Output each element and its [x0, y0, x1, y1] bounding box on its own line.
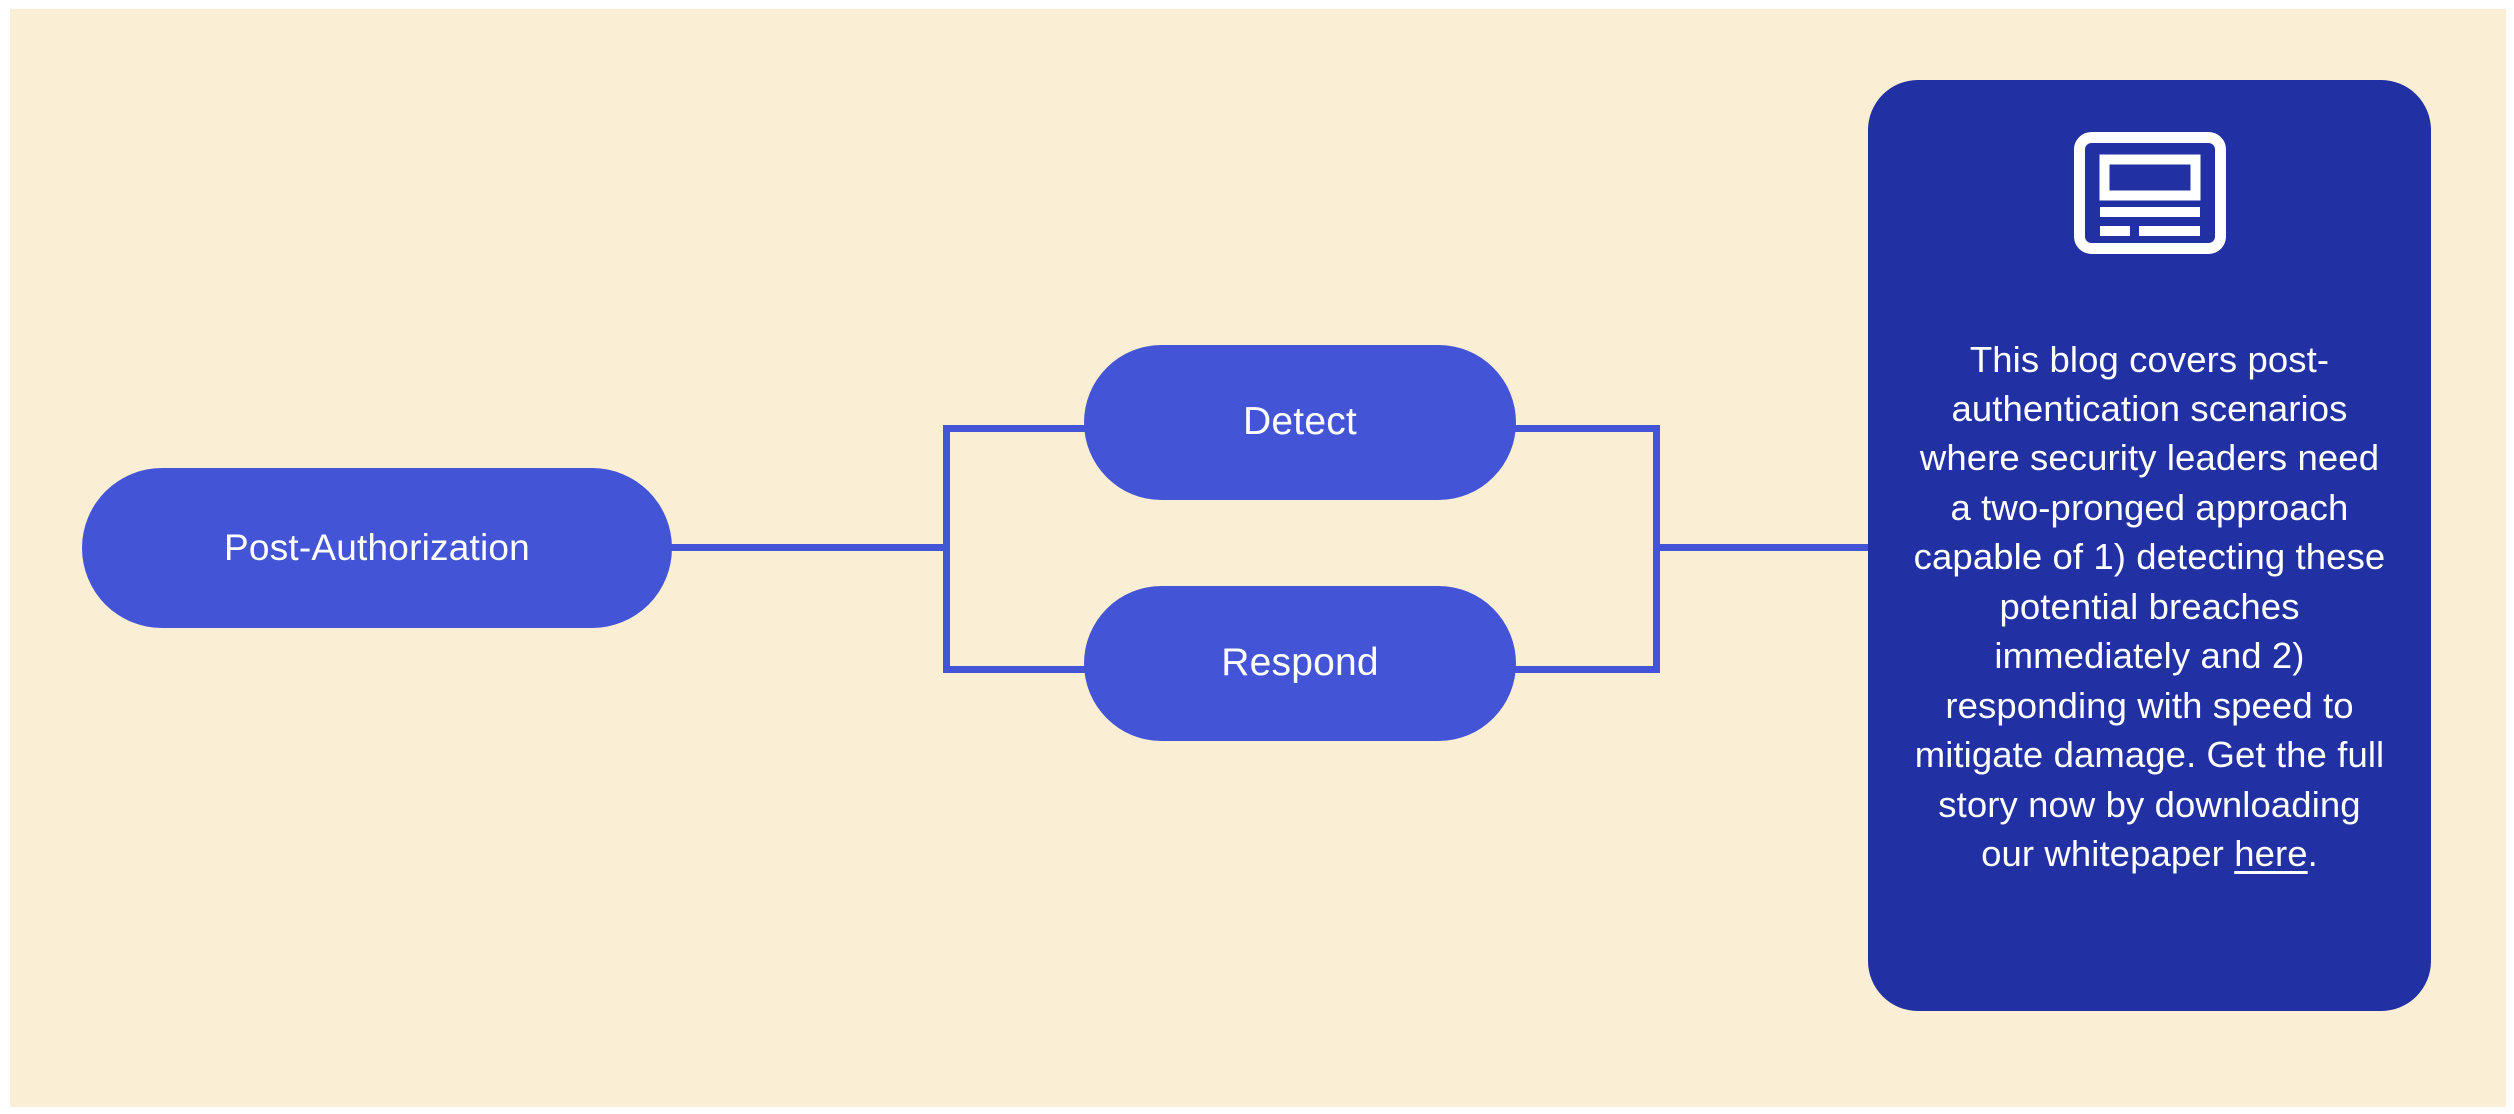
connector-split-to-respond — [943, 666, 1153, 673]
info-card: This blog covers post-authentication sce… — [1868, 80, 2431, 1011]
connector-respond-to-merge — [1450, 666, 1660, 673]
connector-detect-to-merge — [1450, 425, 1660, 432]
connector-root-to-split — [668, 544, 950, 551]
card-body-before-link: This blog covers post-authentication sce… — [1913, 338, 2386, 875]
node-detect-label: Detect — [1243, 400, 1357, 444]
article-icon — [2073, 132, 2226, 254]
connector-split-to-detect — [943, 425, 1153, 432]
node-respond[interactable]: Respond — [1084, 586, 1516, 741]
node-post-authorization[interactable]: Post-Authorization — [82, 468, 672, 628]
node-respond-label: Respond — [1221, 641, 1379, 685]
whitepaper-here-link[interactable]: here — [2234, 833, 2308, 875]
card-body-text: This blog covers post-authentication sce… — [1910, 335, 2390, 879]
node-post-authorization-label: Post-Authorization — [224, 526, 530, 568]
connector-split-vertical — [943, 425, 950, 673]
connector-merge-to-card — [1653, 544, 1878, 551]
card-body-after-link: . — [2307, 833, 2318, 875]
node-detect[interactable]: Detect — [1084, 345, 1516, 500]
